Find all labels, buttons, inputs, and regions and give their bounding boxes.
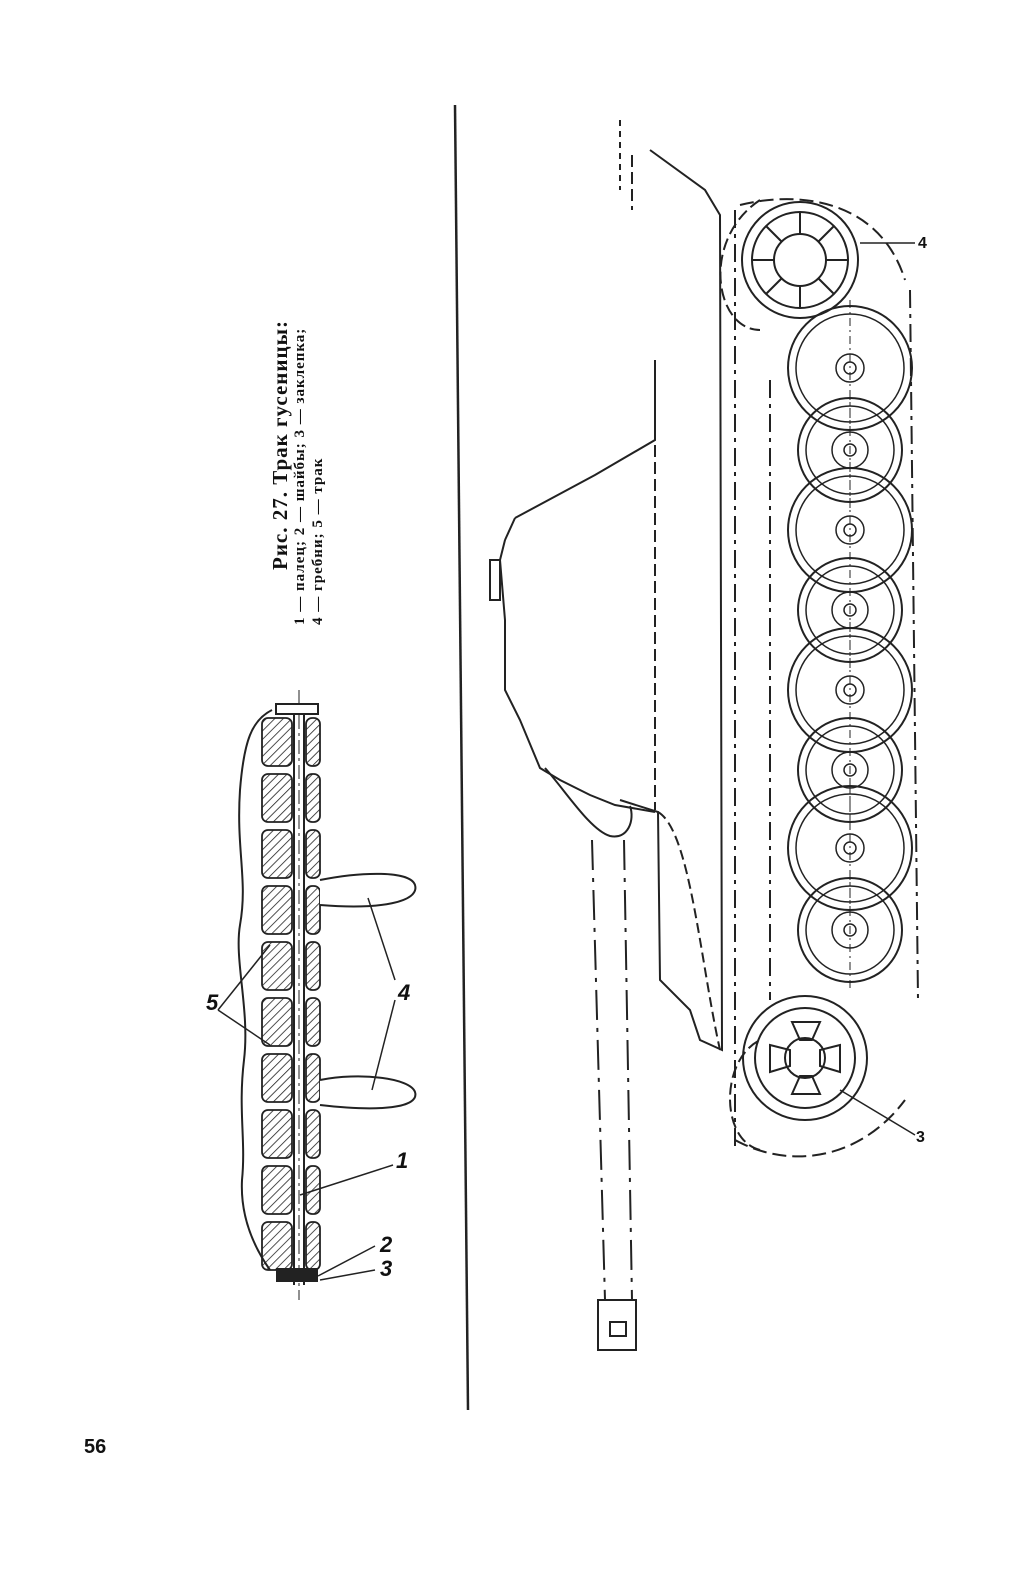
callout-pin: 1: [396, 1148, 408, 1173]
track-line-outer: [909, 289, 919, 1001]
leader-5b: [217, 1009, 271, 1046]
leader-idler-wheel: [839, 1089, 916, 1136]
track-link-segments: [261, 717, 321, 1271]
track-link-segment: [261, 997, 293, 1047]
leader-3: [319, 1269, 376, 1281]
gun-barrel-upper: [591, 839, 606, 1301]
leader-1: [299, 1164, 394, 1196]
tank-side-view-drawing: [489, 120, 919, 1351]
leader-4a: [367, 897, 396, 981]
figure-divider-line: [453, 104, 470, 1411]
road-wheel-ring: [843, 763, 857, 777]
leader-2: [317, 1245, 376, 1277]
road-wheels: [787, 300, 913, 988]
road-wheel-ring: [843, 443, 857, 457]
pin-head: [275, 703, 319, 715]
gun-barrel-lower: [623, 839, 633, 1301]
drive-wheel: [741, 201, 859, 319]
callout-rivet: 3: [380, 1256, 392, 1281]
track-link-segment: [261, 1053, 293, 1103]
track-link-outline: [237, 709, 273, 1271]
callout-track-link: 5: [206, 990, 219, 1015]
track-link-segment: [305, 1221, 321, 1271]
idler-wheel: [742, 995, 868, 1121]
track-link-segment: [261, 885, 293, 935]
turret-top: [514, 360, 656, 519]
track-link-segment: [261, 717, 293, 767]
track-link-segment: [305, 829, 321, 879]
track-link-segment: [305, 773, 321, 823]
track-link-segment: [305, 941, 321, 991]
road-wheel-ring: [843, 603, 857, 617]
track-link-section-drawing: 4 5 1 2 3: [206, 690, 417, 1300]
track-link-segment: [305, 1109, 321, 1159]
track-link-segment: [305, 1165, 321, 1215]
track-link-segment: [305, 885, 321, 935]
track-link-segment: [305, 997, 321, 1047]
hull-outline: [619, 149, 724, 1052]
leader-4b: [371, 999, 396, 1091]
callout-washers: 2: [379, 1232, 393, 1257]
track-link-segment: [305, 717, 321, 767]
track-link-segment: [261, 773, 293, 823]
track-link-segment: [261, 941, 293, 991]
callout-drive-wheel: 4: [918, 235, 927, 252]
ridge-lower: [319, 1075, 417, 1110]
callout-idler-wheel: 3: [916, 1129, 925, 1146]
rivet-head: [276, 1268, 318, 1282]
track-link-segment: [305, 1053, 321, 1103]
muzzle-brake: [597, 1299, 637, 1351]
page-number: 56: [84, 1436, 107, 1458]
gun-mantlet: [544, 767, 633, 838]
turret-outline: [498, 517, 656, 813]
leader-5a: [217, 944, 271, 1011]
track-link-segment: [261, 1165, 293, 1215]
track-link-segment: [261, 829, 293, 879]
track-link-segment: [261, 1109, 293, 1159]
ridge-upper: [319, 872, 417, 908]
road-wheel-ring: [843, 923, 857, 937]
callout-ridges: 4: [397, 980, 410, 1005]
track-link-segment: [261, 1221, 293, 1271]
